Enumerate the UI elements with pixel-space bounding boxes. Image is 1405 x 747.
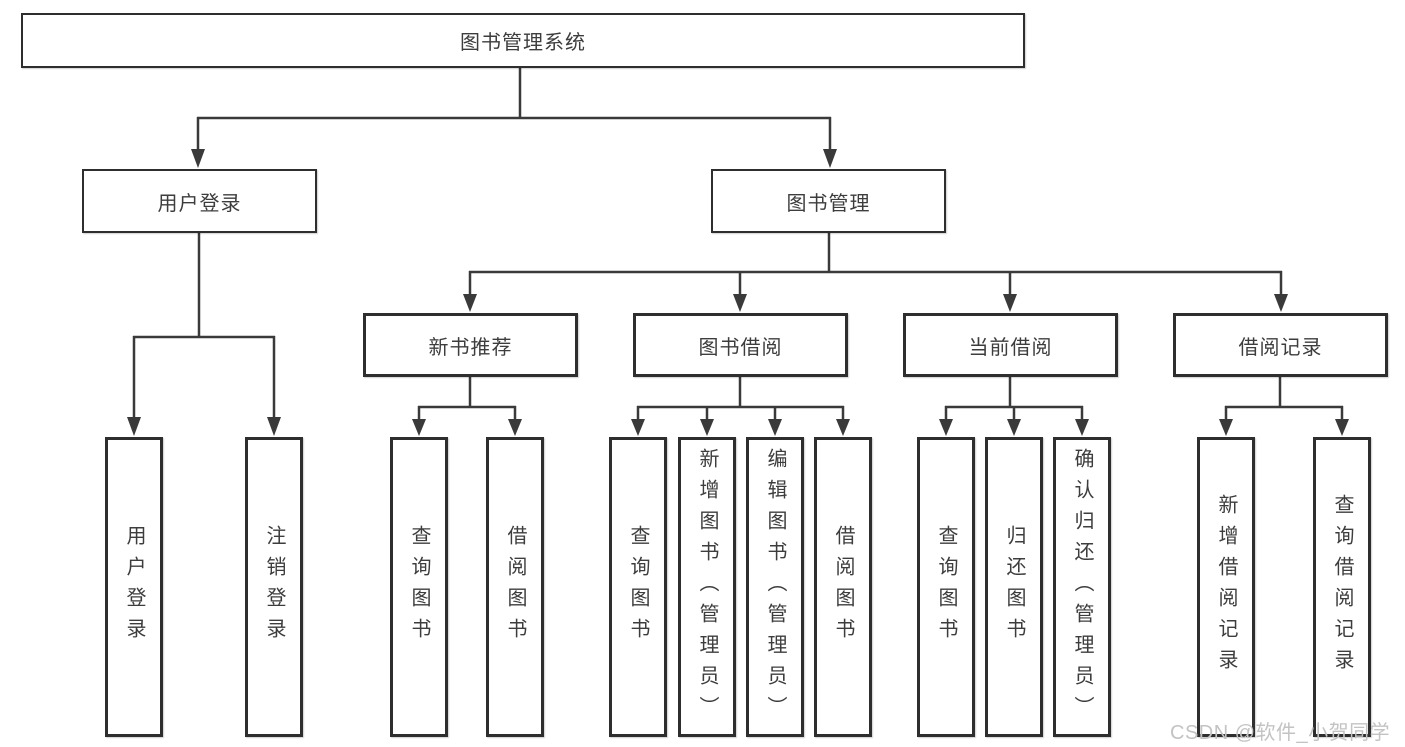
node-label: 新书推荐 [428, 336, 513, 359]
node-label: 查询借阅记录 [1331, 494, 1353, 680]
node-label: 借阅图书 [504, 525, 526, 649]
node-current-borrow: 当前借阅 [903, 313, 1118, 377]
watermark: CSDN @软件_小贺同学 [1170, 722, 1391, 744]
node-label: 当前借阅 [968, 336, 1053, 359]
node-label: 编辑图书（管理员） [764, 447, 786, 727]
arrow-down-icon [1274, 294, 1288, 312]
node-root-label: 图书管理系统 [460, 32, 586, 54]
node-label: 注销登录 [263, 525, 285, 649]
arrow-down-icon [733, 294, 747, 312]
arrow-down-icon [1335, 419, 1349, 436]
node-root: 图书管理系统 [21, 13, 1025, 68]
node-label: 确认归还（管理员） [1071, 447, 1093, 727]
node-book-management: 图书管理 [711, 169, 946, 233]
arrow-down-icon [1075, 419, 1089, 436]
node-label: 查询图书 [627, 525, 649, 649]
node-leaf-borrow-book-1: 借阅图书 [486, 437, 544, 737]
arrow-down-icon [836, 419, 850, 436]
node-label: 图书管理 [786, 192, 871, 215]
node-label: 新增图书（管理员） [696, 447, 718, 727]
node-label: 借阅图书 [832, 525, 854, 649]
arrow-down-icon [508, 419, 522, 436]
node-label: 归还图书 [1003, 525, 1025, 649]
arrow-down-icon [267, 417, 281, 436]
node-leaf-edit-book-admin: 编辑图书（管理员） [746, 437, 804, 737]
arrow-down-icon [700, 419, 714, 436]
node-label: 用户登录 [123, 525, 145, 649]
arrow-down-icon [1219, 419, 1233, 436]
node-leaf-query-borrow-record: 查询借阅记录 [1313, 437, 1371, 737]
node-label: 图书借阅 [698, 336, 783, 359]
node-book-borrow: 图书借阅 [633, 313, 848, 377]
node-leaf-query-book-1: 查询图书 [390, 437, 448, 737]
arrow-down-icon [939, 419, 953, 436]
node-leaf-query-book-2: 查询图书 [609, 437, 667, 737]
arrow-down-icon [631, 419, 645, 436]
node-borrow-records: 借阅记录 [1173, 313, 1388, 377]
arrow-down-icon [463, 294, 477, 312]
node-leaf-add-book-admin: 新增图书（管理员） [678, 437, 736, 737]
node-leaf-confirm-return-admin: 确认归还（管理员） [1053, 437, 1111, 737]
node-user-login: 用户登录 [82, 169, 317, 233]
node-leaf-borrow-book-2: 借阅图书 [814, 437, 872, 737]
node-leaf-query-book-3: 查询图书 [917, 437, 975, 737]
node-new-book-recommend: 新书推荐 [363, 313, 578, 377]
node-label: 用户登录 [157, 192, 242, 215]
node-leaf-return-book: 归还图书 [985, 437, 1043, 737]
arrow-down-icon [412, 419, 426, 436]
arrow-down-icon [191, 149, 205, 168]
node-label: 新增借阅记录 [1215, 494, 1237, 680]
arrow-down-icon [823, 149, 837, 168]
node-leaf-logout: 注销登录 [245, 437, 303, 737]
node-leaf-user-login: 用户登录 [105, 437, 163, 737]
node-leaf-add-borrow-record: 新增借阅记录 [1197, 437, 1255, 737]
node-label: 借阅记录 [1238, 336, 1323, 359]
node-label: 查询图书 [408, 525, 430, 649]
arrow-down-icon [768, 419, 782, 436]
arrow-down-icon [1007, 419, 1021, 436]
node-label: 查询图书 [935, 525, 957, 649]
arrow-down-icon [127, 417, 141, 436]
arrow-down-icon [1003, 294, 1017, 312]
